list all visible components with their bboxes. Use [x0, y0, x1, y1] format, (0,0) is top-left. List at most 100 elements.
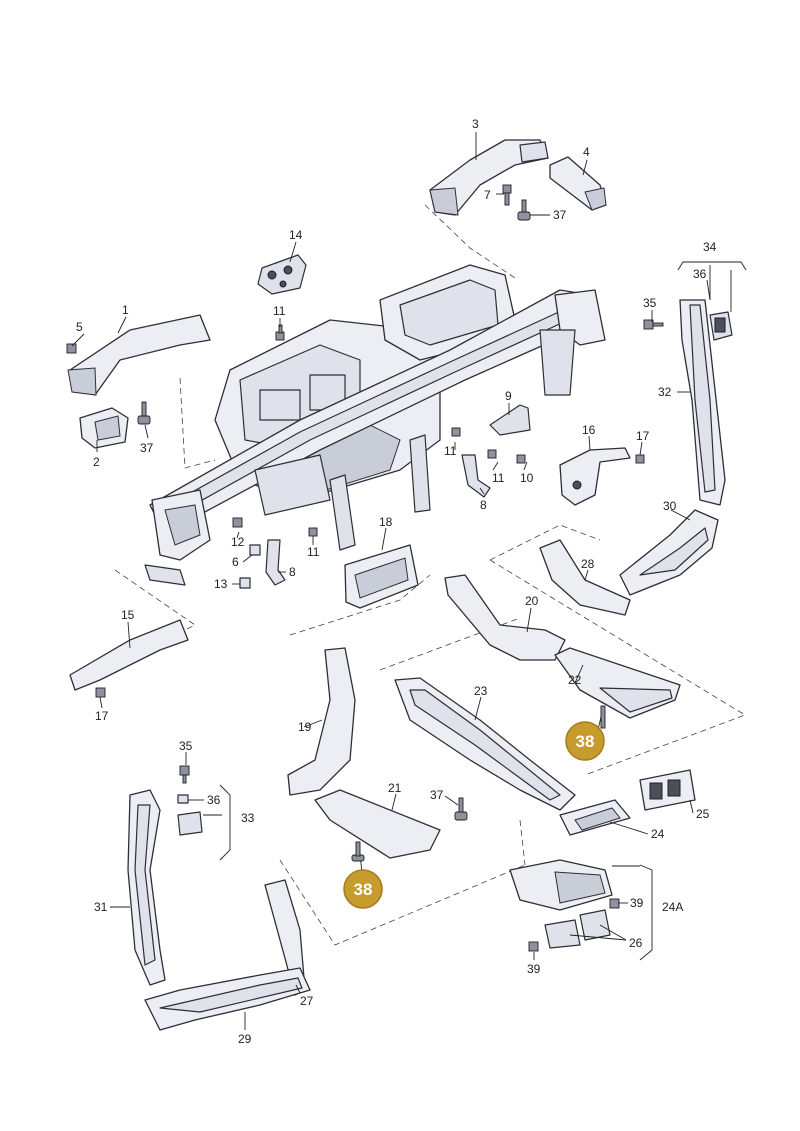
- bolt-39-a: [609, 898, 620, 909]
- callout-15: 15: [121, 608, 135, 622]
- part-6-clip: [249, 544, 261, 556]
- part-36-clip: [177, 794, 189, 804]
- bolt-37-top: [517, 199, 531, 221]
- part-13-clip: [239, 577, 251, 589]
- part-18-vent: [344, 544, 419, 609]
- callout-16: 16: [582, 423, 596, 437]
- callout-11: 11: [444, 444, 457, 458]
- callout-35: 35: [179, 739, 193, 753]
- bolt-12: [232, 517, 243, 528]
- callout-6: 6: [232, 555, 239, 569]
- callout-36: 36: [693, 267, 707, 281]
- callout-35: 35: [643, 296, 657, 310]
- part-16-bracket: [559, 447, 631, 506]
- part-33-vent: [177, 811, 203, 836]
- callout-2: 2: [93, 455, 100, 469]
- callout-34: 34: [703, 240, 717, 254]
- part-26-brackets: [544, 909, 611, 949]
- callout-labels: 3 4 7 37 14 34 36 35 32 5 1 11 2 37 9 16…: [76, 117, 717, 1046]
- part-9-bracket: [489, 404, 531, 436]
- bolt-17-a: [635, 454, 645, 464]
- callout-8: 8: [480, 498, 487, 512]
- part-14-bracket: [257, 254, 307, 295]
- callout-39: 39: [527, 962, 541, 976]
- bolt-11-d: [308, 527, 318, 537]
- callout-10: 10: [520, 471, 534, 485]
- badge-38-right-text: 38: [576, 732, 595, 751]
- callout-5: 5: [76, 320, 83, 334]
- bolt-11-c: [487, 449, 497, 459]
- callout-28: 28: [581, 557, 595, 571]
- callout-18: 18: [379, 515, 393, 529]
- bolt-17-b: [95, 687, 106, 698]
- bolt-7: [502, 184, 512, 206]
- callout-11: 11: [492, 471, 505, 485]
- part-23-duct: [394, 677, 576, 811]
- callout-37: 37: [553, 208, 567, 222]
- callout-7: 7: [484, 188, 491, 202]
- part-8-hose: [461, 454, 491, 498]
- callout-9: 9: [505, 389, 512, 403]
- part-8b-hose: [265, 539, 286, 586]
- callout-29: 29: [238, 1032, 252, 1046]
- part-19-duct: [287, 647, 356, 796]
- bolt-35-left: [179, 765, 190, 784]
- callout-33: 33: [241, 811, 255, 825]
- bolt-11-b: [451, 427, 461, 437]
- part-36-vent: [709, 311, 733, 341]
- badge-38-right: 38: [565, 705, 606, 761]
- badge-38-left-text: 38: [354, 880, 373, 899]
- part-29-duct: [144, 967, 311, 1031]
- callout-11: 11: [273, 304, 286, 318]
- callout-31: 31: [94, 900, 108, 914]
- part-32-duct: [679, 299, 726, 506]
- callout-23: 23: [474, 684, 488, 698]
- callout-17: 17: [636, 429, 650, 443]
- part-31-duct: [127, 789, 166, 986]
- callout-8: 8: [289, 565, 296, 579]
- part-4-duct: [549, 156, 607, 211]
- callout-14: 14: [289, 228, 303, 242]
- badge-38-left: 38: [343, 841, 383, 909]
- part-21-duct: [314, 789, 441, 859]
- callout-12: 12: [231, 535, 245, 549]
- callout-19: 19: [298, 720, 312, 734]
- bolt-35-right: [643, 319, 664, 330]
- callout-32: 32: [658, 385, 672, 399]
- callout-25: 25: [696, 807, 710, 821]
- bolt-39-b: [528, 941, 539, 952]
- part-1-duct: [67, 314, 211, 396]
- bolt-11-a: [275, 324, 285, 341]
- part-3-duct: [429, 139, 549, 216]
- part-24A-vent: [509, 859, 613, 911]
- callout-17: 17: [95, 709, 109, 723]
- part-24-vent: [559, 799, 631, 836]
- callout-21: 21: [388, 781, 402, 795]
- callout-20: 20: [525, 594, 539, 608]
- part-2-vent: [79, 407, 129, 449]
- part-30-duct: [619, 509, 719, 596]
- callout-30: 30: [663, 499, 677, 513]
- part-20-duct: [444, 574, 566, 661]
- bolt-5: [66, 343, 77, 354]
- leader-lines: [71, 132, 747, 1030]
- part-22-duct: [554, 647, 681, 719]
- part-15-duct: [69, 619, 189, 691]
- part-25-vent: [639, 769, 696, 811]
- callout-36: 36: [207, 793, 221, 807]
- callout-37: 37: [430, 788, 444, 802]
- callout-26: 26: [629, 936, 643, 950]
- callout-4: 4: [583, 145, 590, 159]
- callout-1: 1: [122, 303, 129, 317]
- callout-3: 3: [472, 117, 479, 131]
- callout-11: 11: [307, 545, 320, 559]
- callout-27: 27: [300, 994, 314, 1008]
- bolt-10: [516, 454, 526, 464]
- callout-39: 39: [630, 896, 644, 910]
- callout-13: 13: [214, 577, 228, 591]
- callout-37: 37: [140, 441, 154, 455]
- bolt-37-left: [137, 401, 151, 425]
- bolt-37-mid: [454, 797, 468, 821]
- callout-24: 24: [651, 827, 665, 841]
